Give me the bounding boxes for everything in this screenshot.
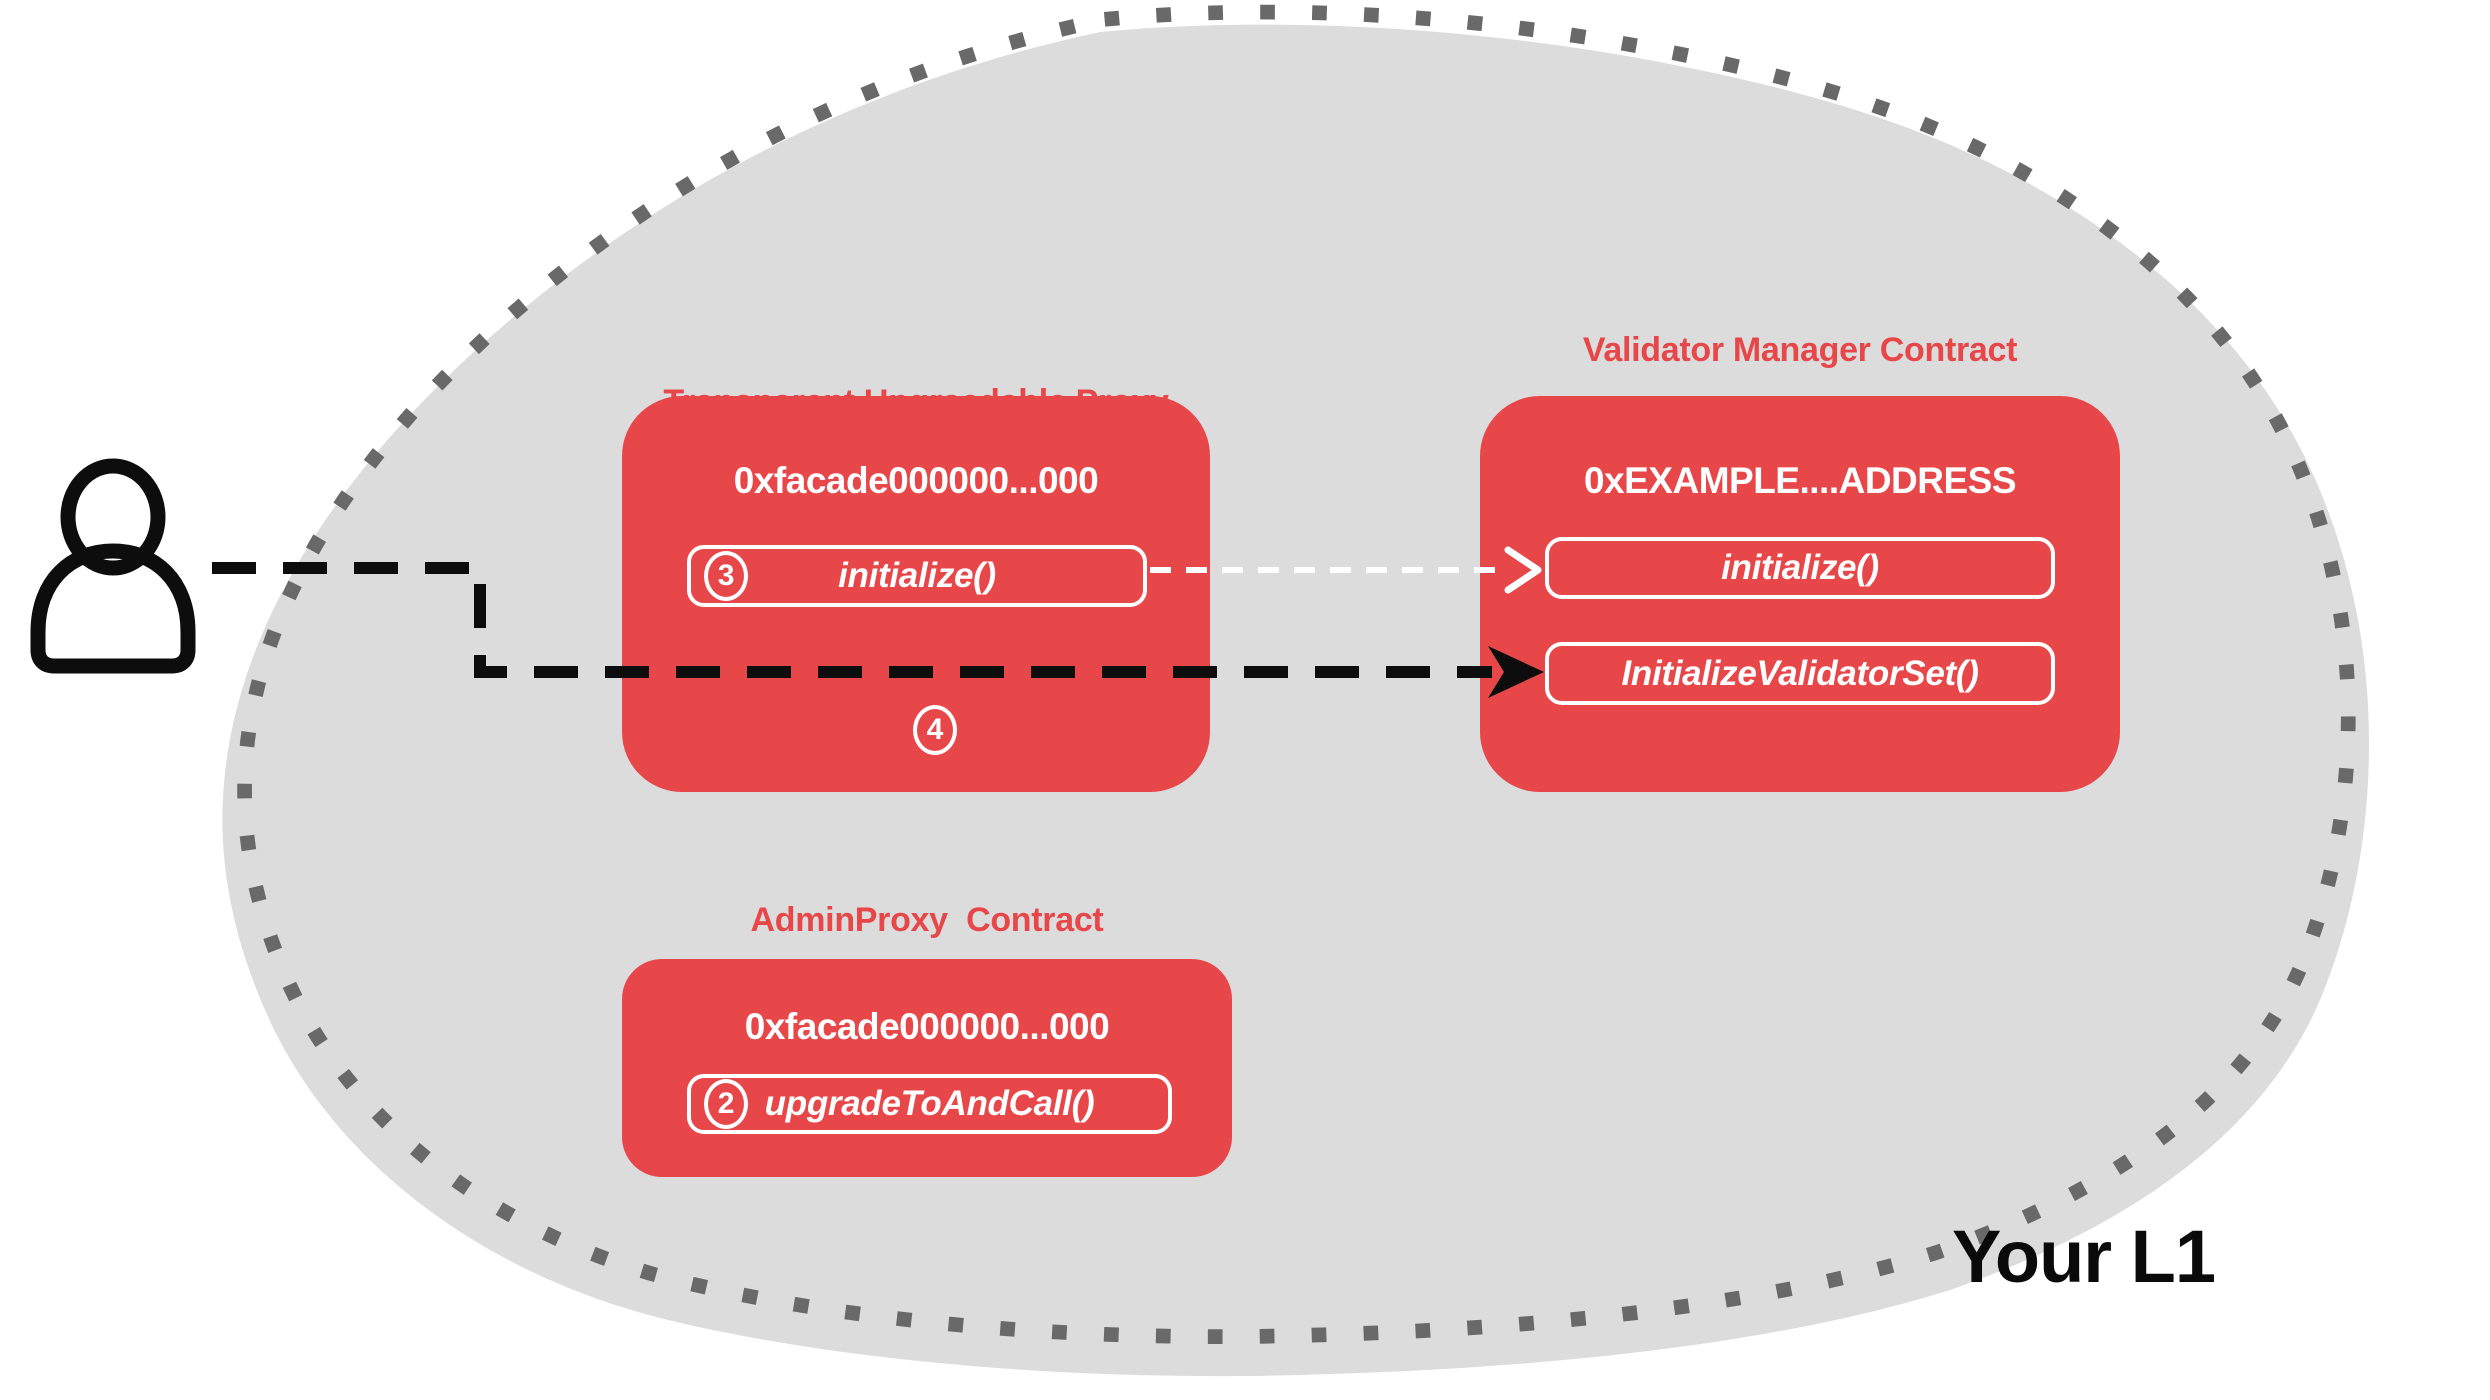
validator-contract-box: 0xEXAMPLE....ADDRESS initialize() Initia… <box>1480 396 2120 792</box>
validator-contract-address: 0xEXAMPLE....ADDRESS <box>1583 460 2017 501</box>
step-3-badge: 3 <box>704 551 748 601</box>
validator-initializevalidatorset-button: InitializeValidatorSet() <box>1545 642 2055 705</box>
step-2-badge: 2 <box>704 1079 748 1129</box>
user-icon <box>30 458 196 674</box>
proxy-initialize-label: initialize() <box>838 556 996 595</box>
validator-box-title: Validator Manager Contract <box>1582 331 2018 369</box>
admin-box-title: AdminProxy Contract <box>750 901 1104 939</box>
validator-initialize-button: initialize() <box>1545 537 2055 599</box>
admin-upgradetoandcall-label: upgradeToAndCall() <box>764 1084 1095 1123</box>
step-4-badge: 4 <box>913 705 957 755</box>
validator-initialize-label: initialize() <box>1721 548 1879 587</box>
admin-contract-address: 0xfacade000000...000 <box>744 1006 1110 1047</box>
proxy-contract-address: 0xfacade000000...000 <box>733 460 1099 501</box>
validator-initializevalidatorset-label: InitializeValidatorSet() <box>1621 653 1979 693</box>
proxy-contract-box: 0xfacade000000...000 3 initialize() 4 <box>622 396 1210 792</box>
admin-upgradetoandcall-button: 2 upgradeToAndCall() <box>687 1074 1172 1134</box>
admin-contract-box: 0xfacade000000...000 2 upgradeToAndCall(… <box>622 959 1232 1177</box>
l1-name-label: Your L1 <box>1952 1215 2216 1298</box>
proxy-initialize-button: 3 initialize() <box>687 545 1147 607</box>
